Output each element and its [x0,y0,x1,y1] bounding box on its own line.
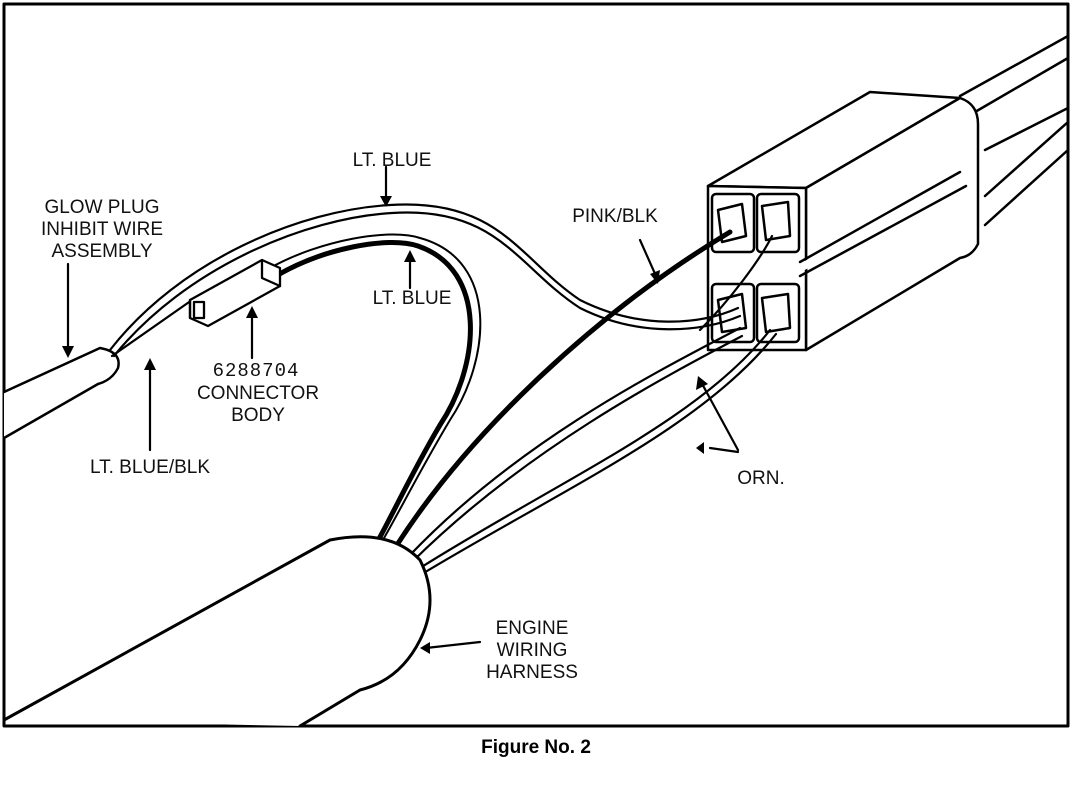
engine-harness-sheath [2,535,432,728]
rail-housing [958,34,1070,227]
wire-pink-blk [392,229,733,551]
wire-orn-2 [418,328,772,570]
label-part-number: 6288704 [212,360,300,382]
figure-caption: Figure No. 2 [481,737,591,758]
label-pink-blk: PINK/BLK [572,206,658,227]
label-lt-blue-blk: LT. BLUE/BLK [89,457,211,478]
small-connector-body [188,258,282,328]
wire-lt-blue-outer [108,203,740,352]
wire-lt-blue-blk [110,298,194,358]
pointer-arrows [66,165,740,650]
wire-orn-1 [408,326,742,557]
label-connector-body: CONNECTOR BODY [196,383,320,426]
label-lt-blue-top: LT. BLUE [352,150,432,171]
wire-orn-3 [698,234,774,332]
harness-connector-block [706,90,980,352]
label-orn: ORN. [737,468,785,489]
label-engine-wiring-harness: ENGINE WIRING HARNESS [486,618,578,683]
glow-plug-sheath [2,346,120,440]
arrow-heads [62,196,708,654]
wires [108,203,778,576]
wire-lt-blue-inner [269,233,482,546]
label-lt-blue-mid: LT. BLUE [372,288,452,309]
figure-frame [2,2,1070,728]
label-glow-plug-assembly: GLOW PLUG INHIBIT WIRE ASSEMBLY [40,197,164,262]
